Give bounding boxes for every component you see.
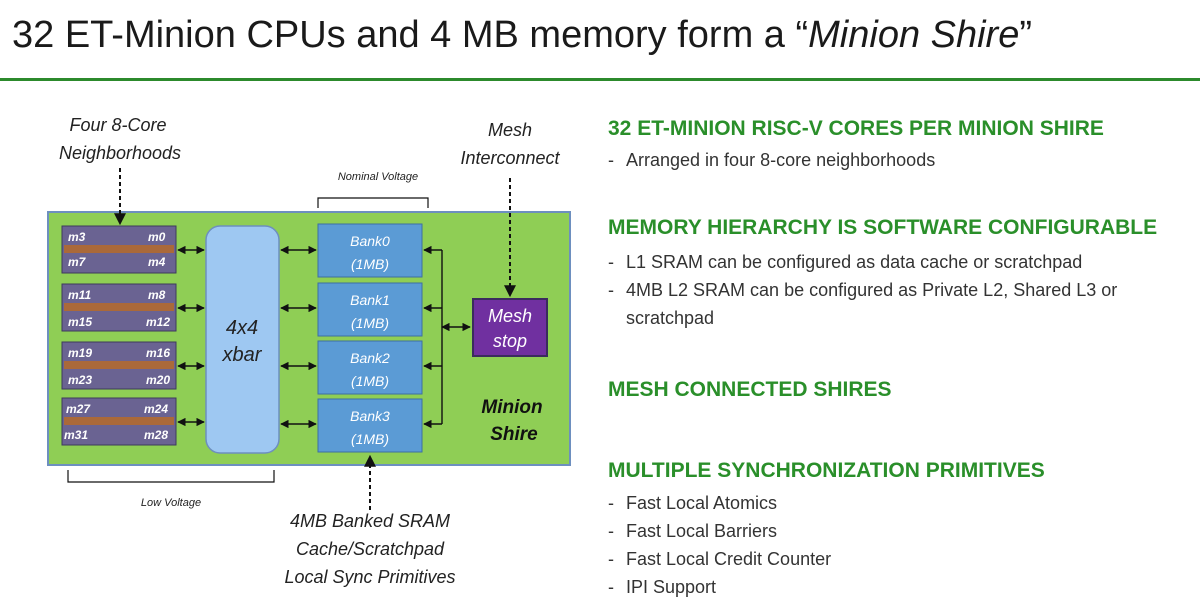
bank-size: (1MB) (351, 256, 389, 272)
bank-3: Bank3 (1MB) (317, 398, 423, 453)
mesh-callout-line2: Interconnect (460, 148, 560, 168)
core-strip (64, 361, 174, 369)
core-label: m8 (148, 288, 166, 302)
sram-callout-line2: Cache/Scratchpad (296, 539, 445, 559)
bank-block (317, 223, 423, 278)
bank-name: Bank1 (350, 292, 390, 308)
section-bullets-sync: Fast Local Atomics Fast Local Barriers F… (608, 489, 1193, 601)
nominal-voltage-label: Nominal Voltage (338, 171, 418, 183)
mesh-stop-label-line1: Mesh (488, 306, 532, 326)
xbar-label-line2: xbar (222, 344, 263, 366)
slide-title-prefix: 32 ET-Minion CPUs and 4 MB memory form a… (12, 14, 809, 56)
bank-block (317, 282, 423, 337)
bank-block (317, 340, 423, 395)
bullet-item: Fast Local Barriers (608, 517, 1193, 545)
bullet-item: Fast Local Credit Counter (608, 545, 1193, 573)
bullet-item: Fast Local Atomics (608, 489, 1193, 517)
sram-callout-line1: 4MB Banked SRAM (290, 511, 450, 531)
section-heading-mesh: MESH CONNECTED SHIRES (608, 378, 892, 401)
sram-callout-line3: Local Sync Primitives (284, 567, 455, 587)
core-label: m0 (148, 230, 166, 244)
neighborhood-3: m19 m16 m23 m20 (61, 341, 177, 390)
core-label: m11 (68, 288, 91, 302)
core-label: m15 (68, 315, 92, 329)
core-label: m27 (66, 402, 91, 416)
core-strip (64, 245, 174, 253)
xbar-label-line1: 4x4 (226, 317, 258, 339)
low-voltage-label: Low Voltage (141, 497, 201, 509)
neighborhood-4: m27 m24 m31 m28 (61, 397, 177, 446)
bullet-item: IPI Support (608, 573, 1193, 601)
core-label: m12 (146, 315, 170, 329)
low-voltage-bracket (67, 470, 275, 483)
bank-name: Bank2 (350, 350, 390, 366)
core-strip (64, 303, 174, 311)
bank-1: Bank1 (1MB) (317, 282, 423, 337)
core-label: m19 (68, 346, 92, 360)
mesh-stop-block (472, 298, 548, 357)
bank-name: Bank0 (350, 233, 390, 249)
bullet-item: Arranged in four 8-core neighborhoods (608, 146, 1193, 174)
core-label: m16 (146, 346, 170, 360)
core-label: m4 (148, 255, 166, 269)
section-heading-cores: 32 ET-MINION RISC-V CORES PER MINION SHI… (608, 117, 1104, 140)
slide-title: 32 ET-Minion CPUs and 4 MB memory form a… (12, 14, 1032, 57)
section-bullets-cores: Arranged in four 8-core neighborhoods (608, 146, 1193, 174)
section-bullets-memory: L1 SRAM can be configured as data cache … (608, 248, 1193, 332)
shire-label-line1: Minion (481, 397, 542, 418)
bank-size: (1MB) (351, 431, 389, 447)
minion-shire-diagram: Four 8-Core Neighborhoods Mesh Interconn… (47, 115, 571, 587)
core-strip (64, 417, 174, 425)
title-rule (0, 78, 1200, 81)
core-label: m7 (68, 255, 87, 269)
neighborhoods-callout-line1: Four 8-Core (69, 115, 166, 135)
core-label: m31 (64, 428, 88, 442)
bank-0: Bank0 (1MB) (317, 223, 423, 278)
xbar-block (205, 225, 280, 454)
core-label: m3 (68, 230, 86, 244)
shire-label-line2: Shire (490, 424, 538, 445)
nominal-voltage-bracket (317, 197, 429, 208)
section-heading-memory: MEMORY HIERARCHY IS SOFTWARE CONFIGURABL… (608, 216, 1158, 239)
neighborhood-2: m11 m8 m15 m12 (61, 283, 177, 332)
core-label: m28 (144, 428, 168, 442)
bullet-item: 4MB L2 SRAM can be configured as Private… (608, 276, 1193, 332)
bank-block (317, 398, 423, 453)
core-label: m20 (146, 373, 170, 387)
bank-2: Bank2 (1MB) (317, 340, 423, 395)
core-label: m23 (68, 373, 92, 387)
slide-title-suffix: ” (1019, 14, 1033, 56)
section-heading-sync: MULTIPLE SYNCHRONIZATION PRIMITIVES (608, 459, 1045, 482)
bank-name: Bank3 (350, 408, 390, 424)
core-label: m24 (144, 402, 168, 416)
slide-title-italic: Minion Shire (808, 14, 1020, 56)
bullet-item: L1 SRAM can be configured as data cache … (608, 248, 1193, 276)
bank-size: (1MB) (351, 315, 389, 331)
mesh-stop-label-line2: stop (493, 331, 527, 351)
neighborhoods-callout-line2: Neighborhoods (59, 143, 181, 163)
neighborhood-1: m3 m0 m7 m4 (61, 225, 177, 274)
bank-size: (1MB) (351, 373, 389, 389)
mesh-callout-line1: Mesh (488, 120, 532, 140)
